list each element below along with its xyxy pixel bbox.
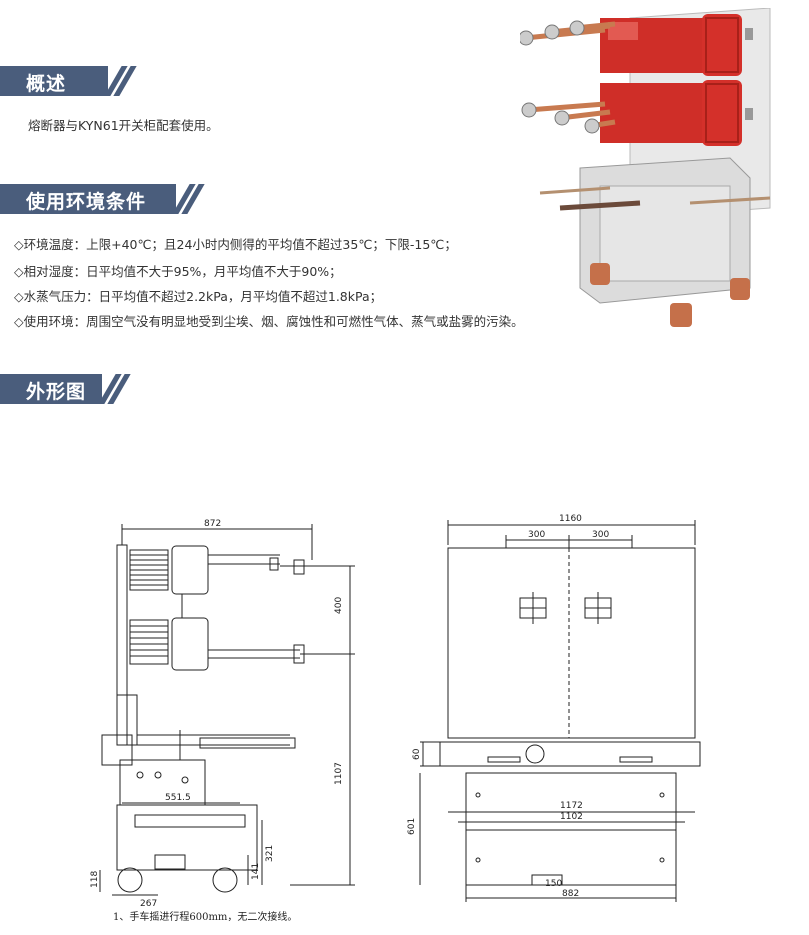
environment-title: 使用环境条件	[26, 191, 147, 213]
overview-text: 熔断器与KYN61开关柜配套使用。	[28, 118, 219, 133]
dim-118: 118	[90, 871, 100, 888]
dim-321: 321	[265, 845, 275, 862]
dim-601: 601	[407, 818, 417, 835]
dim-300-left: 300	[528, 530, 545, 540]
outline-drawing: 872 400 1107 551.5 321 141 118 267 1160 …	[90, 514, 701, 909]
condition-humidity: ◇相对湿度：日平均值不大于95%，月平均值不大于90%；	[14, 264, 342, 279]
condition-environment: ◇使用环境：周围空气没有明显地受到尘埃、烟、腐蚀性和可燃性气体、蒸气或盐雾的污染…	[14, 314, 524, 329]
section-header-environment: 使用环境条件	[0, 184, 210, 214]
dim-882: 882	[562, 889, 579, 899]
section-header-overview: 概述	[0, 66, 140, 96]
dim-267: 267	[140, 899, 157, 909]
dim-150: 150	[545, 879, 562, 889]
dim-400: 400	[334, 597, 344, 614]
overview-title: 概述	[26, 73, 67, 95]
dim-551-5: 551.5	[165, 793, 191, 803]
dim-141: 141	[251, 863, 261, 880]
dim-872: 872	[204, 519, 221, 529]
dim-1160: 1160	[559, 514, 582, 524]
outline-title: 外形图	[26, 381, 87, 403]
drawing-note: 1、手车摇进行程600mm，无二次接线。	[113, 912, 298, 923]
dim-1172: 1172	[560, 801, 583, 811]
condition-temperature: ◇环境温度：上限+40℃；且24小时内侧得的平均值不超过35℃；下限-15℃；	[14, 237, 457, 252]
dim-60: 60	[412, 748, 422, 760]
section-header-outline: 外形图	[0, 374, 140, 404]
product-photo	[520, 8, 771, 327]
dim-1107: 1107	[334, 762, 344, 785]
condition-vapor-pressure: ◇水蒸气压力：日平均值不超过2.2kPa，月平均值不超过1.8kPa；	[14, 289, 383, 304]
dim-1102: 1102	[560, 812, 583, 822]
dim-300-right: 300	[592, 530, 609, 540]
